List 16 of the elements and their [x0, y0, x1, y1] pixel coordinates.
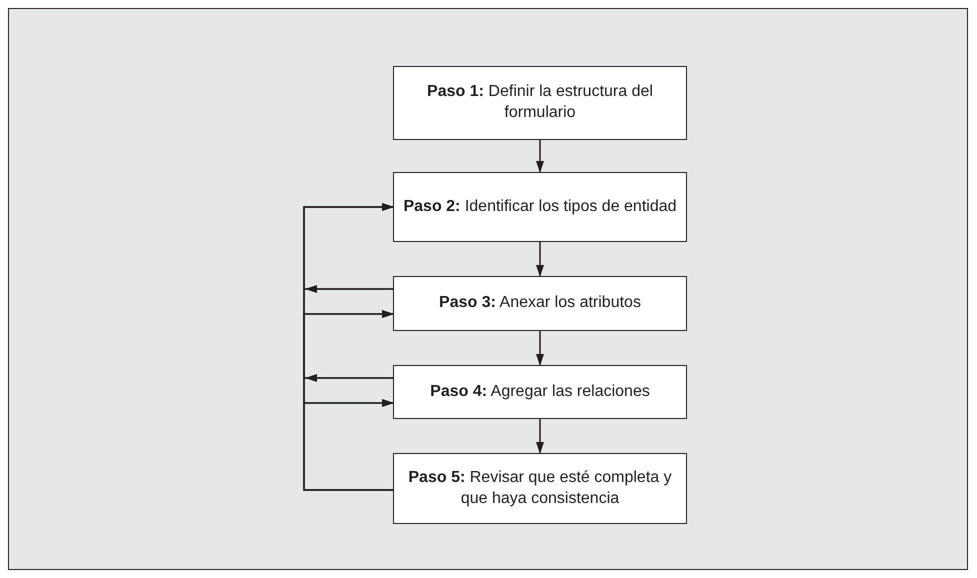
process-box [393, 453, 687, 524]
step-text: Paso 1: Definir la estructura del formulario [426, 82, 654, 123]
arrow [536, 331, 544, 366]
step-text: Paso 5: Revisar que esté completa y que haya consistencia [407, 468, 673, 508]
arrow [536, 419, 544, 454]
arrow [536, 242, 544, 277]
process-box [393, 172, 687, 242]
step-text: Paso 4: Agregar las relaciones [430, 382, 650, 402]
step-text: Paso 3: Anexar los atributos [439, 293, 641, 314]
arrow [303, 310, 394, 379]
process-box [393, 276, 687, 331]
process-box [393, 66, 687, 140]
arrow [303, 288, 394, 407]
step-text: Paso 2: Identificar los tipos de entidad [403, 196, 677, 217]
arrow [536, 140, 544, 173]
process-box [393, 365, 687, 419]
